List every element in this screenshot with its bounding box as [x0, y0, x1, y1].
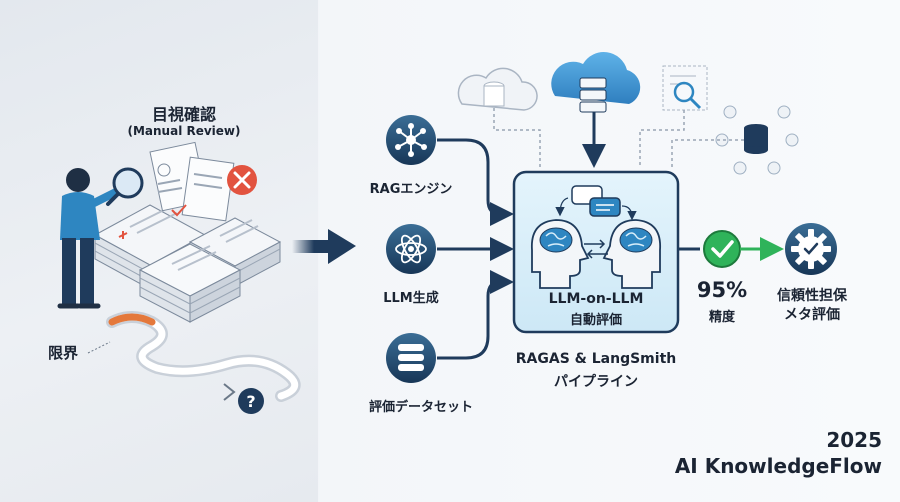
evaluator-subtitle: 自動評価: [569, 313, 623, 328]
reviewer-person-icon: [57, 168, 120, 309]
brain-head-left-icon: [531, 219, 590, 289]
output-subtitle: メタ評価: [784, 307, 840, 323]
brain-head-right-icon: [602, 219, 661, 289]
gear-check-icon: [785, 223, 837, 275]
input-label-rag-engine: RAGエンジン: [369, 182, 453, 197]
document-search-icon: [662, 65, 708, 111]
pipeline-title: RAGAS & LangSmith: [515, 351, 677, 367]
accuracy-value: 95%: [696, 278, 748, 302]
footer-year: 2025: [826, 428, 882, 452]
atom-icon: [386, 224, 436, 274]
question-icon: ?: [238, 388, 264, 414]
pipeline-subtitle: パイプライン: [554, 374, 638, 390]
evaluator-title: LLM-on-LLM: [548, 291, 644, 307]
limit-label: 限界: [48, 344, 79, 362]
database-icon: [386, 333, 436, 383]
transition-arrow: [292, 229, 356, 264]
manual-review-subtitle: (Manual Review): [127, 124, 241, 138]
network-hub-icon: [386, 115, 436, 165]
document-stacks: [93, 141, 282, 323]
output-title: 信頼性担保: [777, 288, 847, 304]
cloud-storage-icon-left: [457, 67, 538, 111]
svg-text:?: ?: [246, 392, 255, 411]
winding-path: [87, 311, 301, 402]
top-connectors: [493, 108, 744, 168]
exchange-arrows-icon: [584, 239, 608, 259]
footer-brand: AI KnowledgeFlow: [674, 454, 882, 478]
magnifier-icon: [106, 167, 144, 206]
chat-bubbles-icon: [571, 185, 621, 217]
check-success-icon: [703, 230, 741, 268]
evaluator-panel: [512, 170, 680, 334]
accuracy-label: 精度: [708, 310, 736, 325]
error-x-icon: [227, 165, 257, 195]
input-label-eval-dataset: 評価データセット: [368, 400, 474, 415]
input-arrows: [437, 138, 514, 360]
input-label-llm-generation: LLM生成: [383, 291, 439, 306]
manual-review-title: 目視確認: [151, 105, 217, 124]
data-network-icon: [715, 105, 799, 175]
cloud-database-icon: [551, 52, 641, 113]
